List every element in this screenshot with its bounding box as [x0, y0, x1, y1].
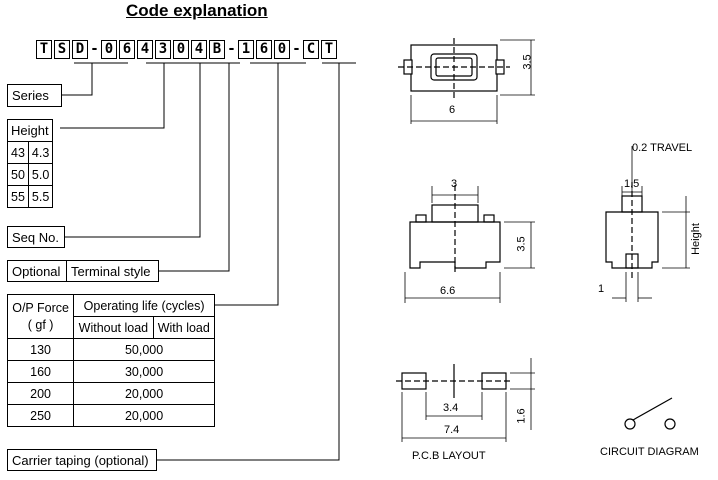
code-char: 0 — [173, 39, 189, 59]
code-char: 3 — [155, 39, 171, 59]
force-value: 160 — [6, 360, 75, 383]
dim-right-height: Height — [689, 223, 702, 255]
life-value: 20,000 — [73, 404, 215, 427]
code-separator: - — [227, 41, 236, 57]
dim-top-width: 6 — [449, 104, 456, 116]
dim-pcb-height: 1.6 — [515, 408, 528, 424]
dim-side-top: 3 — [451, 178, 458, 190]
force-value: 250 — [6, 404, 75, 427]
height-header: Height — [6, 119, 54, 142]
dim-pcb-outer: 7.4 — [444, 424, 460, 436]
code-char: 4 — [191, 39, 207, 59]
force-header-line1: O/P Force — [12, 300, 69, 315]
height-value: 4.3 — [27, 141, 54, 164]
circuit-diagram-drawing — [624, 397, 676, 430]
code-char: T — [321, 39, 337, 59]
carrier-taping-label: Carrier taping (optional) — [7, 449, 157, 471]
code-separator: - — [90, 41, 99, 57]
force-table: O/P Force ( gf ) Operating life (cycles)… — [6, 294, 216, 427]
code-char: 6 — [256, 39, 272, 59]
code-char: T — [36, 39, 52, 59]
code-char: B — [209, 39, 225, 59]
height-value: 5.0 — [27, 163, 54, 186]
page-title: Code explanation — [126, 1, 268, 20]
pcb-layout-drawing — [396, 364, 512, 398]
force-header-line2: ( gf ) — [27, 317, 54, 332]
circuit-diagram-caption: CIRCUIT DIAGRAM — [600, 446, 699, 458]
code-char: D — [72, 39, 88, 59]
height-value: 5.5 — [27, 185, 54, 208]
code-char: 1 — [238, 39, 254, 59]
code-char: C — [303, 39, 319, 59]
code-char: 0 — [274, 39, 290, 59]
dim-travel: 0.2 TRAVEL — [632, 142, 693, 154]
dim-pcb-inner: 3.4 — [443, 402, 459, 414]
code-separator: - — [292, 41, 301, 57]
dim-right-top: 1.5 — [624, 178, 640, 190]
series-label: Series — [7, 84, 62, 107]
height-code: 50 — [7, 163, 29, 186]
dim-side-height: 3.5 — [515, 236, 528, 252]
code-char: S — [54, 39, 70, 59]
code-char: 4 — [137, 39, 153, 59]
code-char: 6 — [119, 39, 135, 59]
top-view-drawing — [398, 38, 510, 98]
force-value: 200 — [6, 382, 75, 405]
seq-no-label: Seq No. — [7, 226, 65, 248]
dim-top-height: 3.5 — [521, 54, 534, 70]
terminal-style-label: Terminal style — [66, 260, 159, 282]
code-char: 0 — [101, 39, 117, 59]
dim-right-bottom: 1 — [598, 283, 605, 295]
force-header: O/P Force ( gf ) — [6, 294, 75, 339]
right-view-drawing — [605, 182, 659, 278]
side-view-drawing — [409, 185, 501, 275]
pcb-layout-caption: P.C.B LAYOUT — [412, 450, 486, 462]
dim-side-width: 6.6 — [440, 285, 456, 297]
optional-label: Optional — [7, 260, 67, 282]
